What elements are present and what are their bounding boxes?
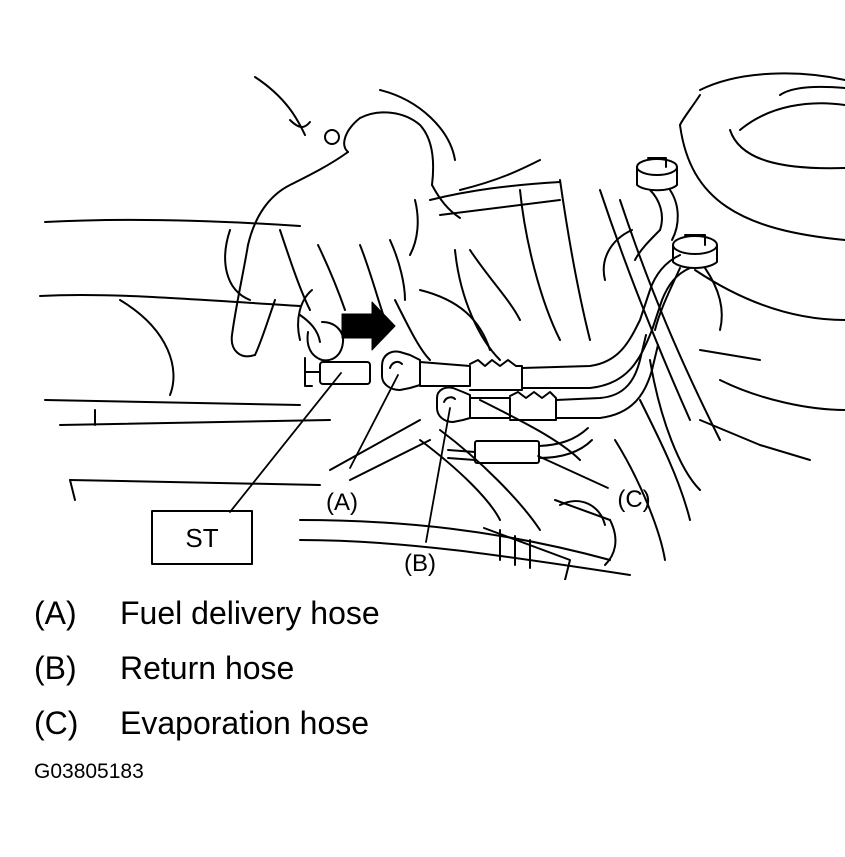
direction-arrow-icon [341, 301, 396, 351]
callout-b: (B) [404, 550, 436, 577]
callout-a: (A) [326, 489, 358, 516]
figure-id: G03805183 [34, 760, 144, 783]
legend-label: Evaporation hose [120, 705, 370, 741]
engine-background [39, 76, 811, 580]
legend-item-fuel-delivery-hose: (A) Fuel delivery hose [34, 586, 380, 641]
bracket-bolts [602, 157, 723, 331]
st-label: ST [185, 523, 218, 553]
callout-c: (C) [617, 486, 650, 513]
fuel-delivery-hose [381, 254, 691, 391]
st-label-box [151, 510, 253, 565]
legend: (A) Fuel delivery hose (B) Return hose (… [34, 586, 380, 751]
legend-key: (A) [34, 595, 77, 631]
evaporation-hose [447, 427, 593, 464]
return-hose [436, 334, 659, 423]
legend-key: (B) [34, 650, 77, 686]
legend-item-return-hose: (B) Return hose [34, 641, 380, 696]
fuel-hose-illustration: ST (A) (B) (C) [39, 72, 845, 580]
legend-item-evaporation-hose: (C) Evaporation hose [34, 696, 380, 751]
strut-housing [649, 72, 845, 491]
leader-lines [229, 372, 609, 543]
legend-key: (C) [34, 705, 79, 741]
legend-label: Fuel delivery hose [120, 595, 380, 631]
legend-label: Return hose [120, 650, 295, 686]
hand [230, 111, 461, 362]
special-tool-st [304, 357, 371, 387]
